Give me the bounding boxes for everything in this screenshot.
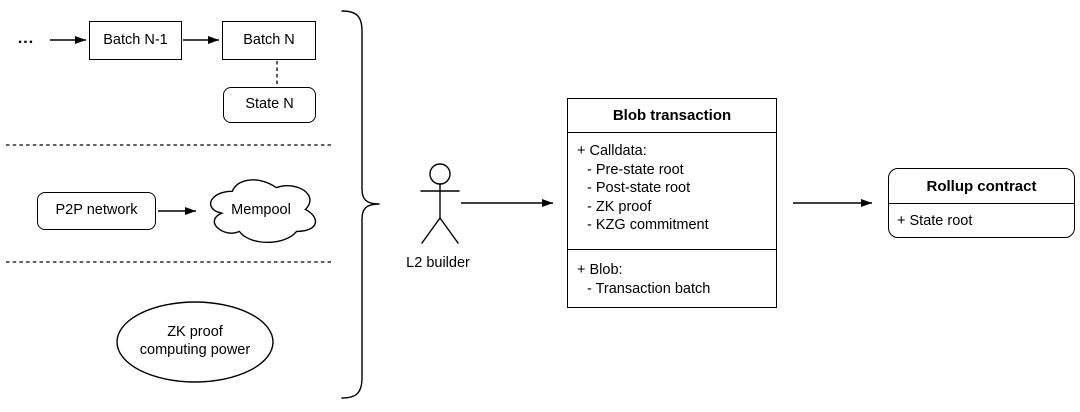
calldata-item: - KZG commitment [587,217,709,233]
l2-builder-label: L2 builder [406,255,470,271]
blob-transaction-title: Blob transaction [568,99,776,133]
history-ellipsis: ... [17,30,35,47]
actor-legs [421,217,459,244]
zk-power-label-line1: ZK proof [167,324,223,340]
zk-power-label: ZK proof computing power [117,323,273,359]
calldata-item: - Pre-state root [587,161,684,178]
calldata-header: + Calldata: [577,143,647,159]
l2-builder-figure [420,163,460,244]
grouping-brace [341,10,380,399]
batch-n-1-node: Batch N-1 [89,21,182,60]
rollup-contract-node: Rollup contract + State root [888,168,1075,238]
batch-n-node: Batch N [222,21,316,60]
batch-n-1-label: Batch N-1 [103,31,168,48]
rollup-contract-title: Rollup contract [889,169,1074,204]
mempool-label: Mempool [231,202,291,218]
state-n-node: State N [223,87,316,123]
rollup-state-root-field: + State root [897,212,973,229]
zk-power-ellipse-shape [116,301,274,383]
blob-transaction-node: Blob transaction + Calldata: - Pre-state… [567,98,777,308]
blob-item: - Transaction batch [587,280,711,297]
state-n-label: State N [245,96,294,113]
calldata-item: - ZK proof [587,198,652,215]
zk-power-label-line2: computing power [139,342,251,358]
blob-header: + Blob: [577,262,623,278]
p2p-network-node: P2P network [37,192,156,230]
p2p-network-label: P2P network [55,202,138,219]
batch-n-label: Batch N [243,31,295,48]
calldata-section: + Calldata: - Pre-state root - Post-stat… [568,133,776,250]
mempool-cloud-shape [209,179,316,243]
blob-section: + Blob: - Transaction batch [568,250,776,307]
calldata-item: - Post-state root [587,180,691,196]
actor-head [429,163,451,185]
